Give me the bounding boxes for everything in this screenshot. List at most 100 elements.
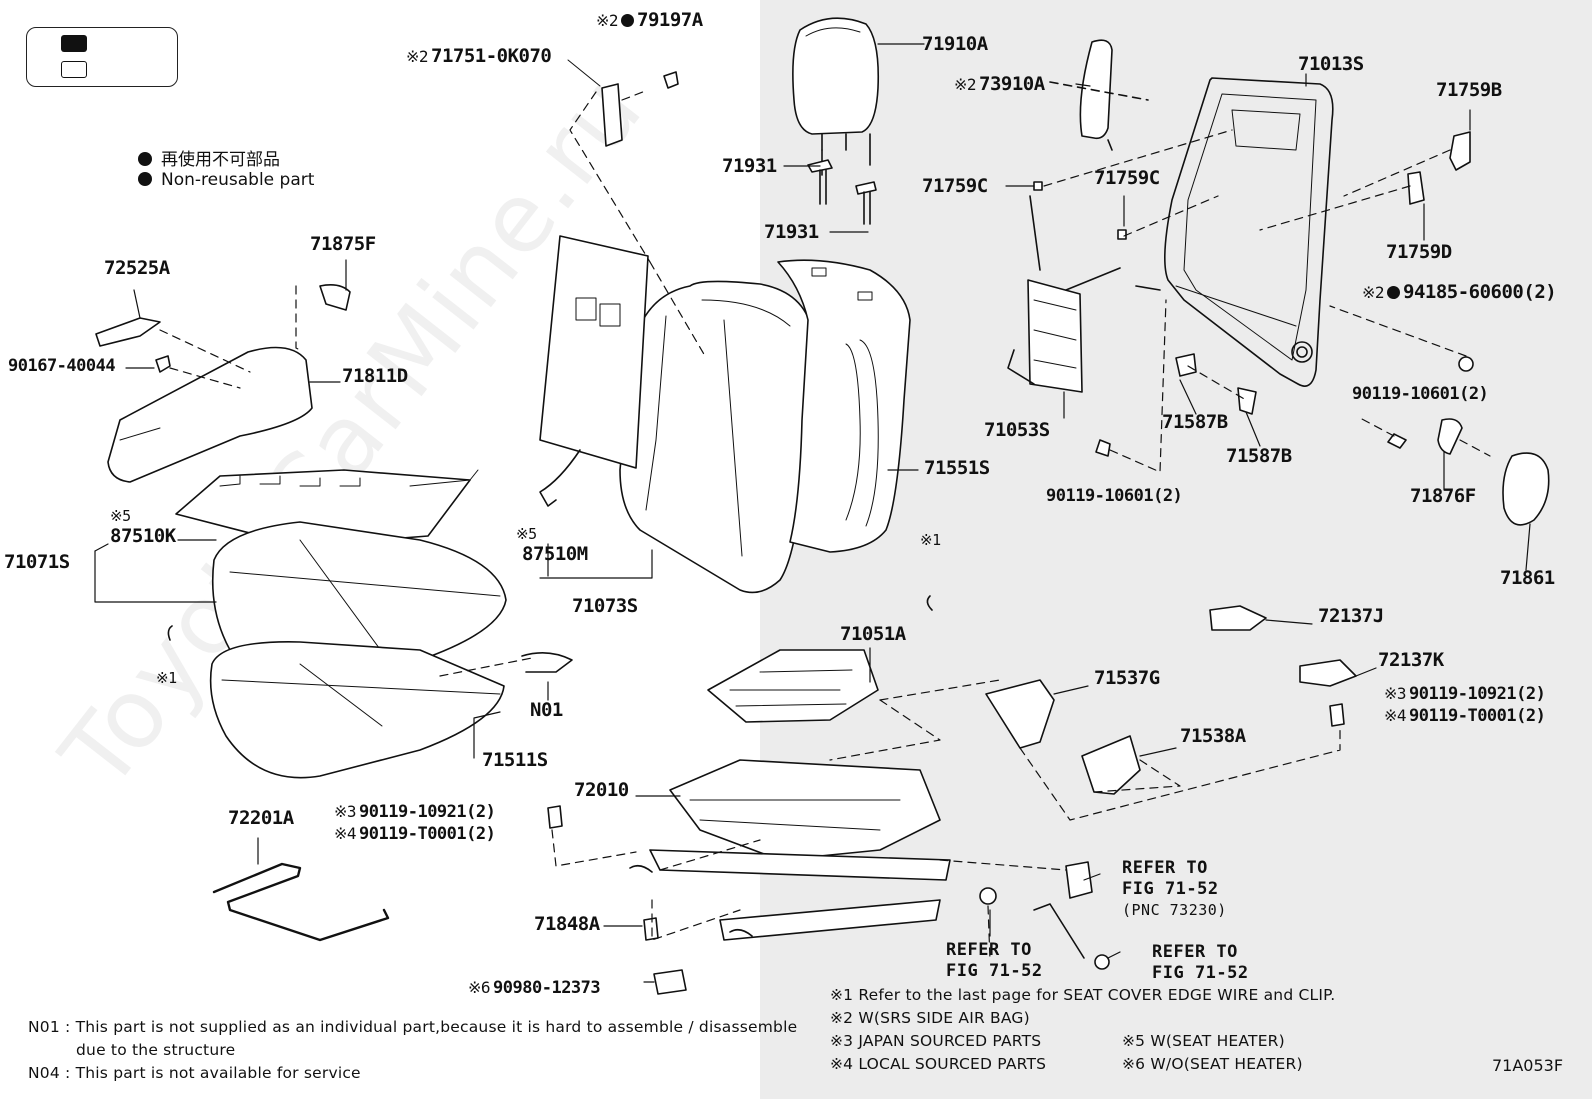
dash-leaders-lower [439,657,1341,961]
part-label-87510M[interactable]: 87510M [522,543,588,565]
figure-code: 71A053F [1492,1056,1564,1075]
part-label-71759C-right[interactable]: 71759C [1094,167,1160,189]
refer-line: FIG 71-52 [1152,963,1249,983]
legend-box [26,27,178,87]
part-label-71759C-left[interactable]: 71759C [922,175,988,197]
part-label-71537G[interactable]: 71537G [1094,667,1160,689]
refer-line: (PNC 73230) [1122,901,1227,919]
refer-line: FIG 71-52 [1122,879,1219,899]
side-airbag-drawing [1049,39,1149,151]
lumbar-support-drawing [1007,195,1121,393]
edge-wire-drawing [212,862,390,942]
filled-dot-icon [621,14,635,27]
cushion-cover-drawing [209,641,573,779]
part-label-71551S[interactable]: 71551S [924,457,990,479]
part-label-71811D[interactable]: 71811D [342,365,408,387]
note-n01-cont: due to the structure [76,1041,236,1059]
leader-lines [94,43,1531,983]
nonreusable-legend-en: Non-reusable part [138,170,314,190]
note-mark: ※2 [954,75,977,94]
note-mark-1-left: ※1 [156,669,177,687]
note-mark-1-right: ※1 [920,531,941,549]
nonreusable-en-text: Non-reusable part [161,170,315,190]
part-label-71053S[interactable]: 71053S [984,419,1050,441]
part-label-72525A[interactable]: 72525A [104,257,170,279]
part-label-72137J[interactable]: 72137J [1318,605,1384,627]
key-note-5: ※5 W(SEAT HEATER) [1122,1032,1285,1050]
part-label-71848A[interactable]: 71848A [534,913,600,935]
part-label-72137K[interactable]: 72137K [1378,649,1444,671]
armrest-drawing [95,284,351,483]
part-label-71538A[interactable]: 71538A [1180,725,1246,747]
part-number: 90119-10921(2) [359,802,496,822]
part-label-71051A[interactable]: 71051A [840,623,906,645]
seat-side-covers-drawing [985,605,1357,795]
part-label-72201A[interactable]: 72201A [228,807,294,829]
part-label-72010[interactable]: 72010 [574,779,629,801]
filled-dot-icon [1387,286,1401,299]
key-note-4: ※4 LOCAL SOURCED PARTS [830,1055,1047,1073]
part-label-71876F[interactable]: 71876F [1410,485,1476,507]
key-note-3: ※3 JAPAN SOURCED PARTS [830,1032,1042,1050]
part-label-87510K[interactable]: 87510K [110,525,176,547]
note-mark-5-87510K: ※5 [110,507,131,525]
note-mark: ※2 [1362,283,1385,302]
part-number: 79197A [637,9,703,31]
fasteners-right-drawing [1095,356,1474,457]
refer-to-pnc-73230[interactable]: REFER TO FIG 71-52 (PNC 73230) [1122,858,1227,921]
part-label-71511S[interactable]: 71511S [482,749,548,771]
part-label-71073S[interactable]: 71073S [572,595,638,617]
note-mark: ※3 [1384,684,1407,703]
part-number: 94185-60600(2) [1403,281,1557,303]
refer-to-fig-lower-right[interactable]: REFER TO FIG 71-52 [1152,942,1249,984]
clips-drawing [1033,131,1471,415]
part-label-71875F[interactable]: 71875F [310,233,376,255]
filled-dot-icon [138,172,152,186]
part-number: 71751-0K070 [431,45,552,67]
seatback-cover-drawing [777,259,911,553]
part-label-71013S[interactable]: 71013S [1298,53,1364,75]
part-label-N01[interactable]: N01 [530,699,563,721]
part-label-90167-40044[interactable]: 90167-40044 [8,356,116,376]
filled-dot-icon [138,152,152,166]
part-label-71861[interactable]: 71861 [1500,567,1555,589]
refer-to-fig-lower-left[interactable]: REFER TO FIG 71-52 [946,940,1043,982]
key-note-6: ※6 W/O(SEAT HEATER) [1122,1055,1303,1073]
part-number: 90119-T0001(2) [359,824,496,844]
part-label-71759B[interactable]: 71759B [1436,79,1502,101]
part-label-90119-10601-right[interactable]: 90119-10601(2) [1352,384,1489,404]
part-label-71910A[interactable]: 71910A [922,33,988,55]
part-label-71587B-left[interactable]: 71587B [1162,411,1228,433]
recliner-covers-drawing [1437,418,1550,526]
part-label-71587B-right[interactable]: 71587B [1226,445,1292,467]
part-label-71931-upper[interactable]: 71931 [722,155,777,177]
nonreusable-jp-text: 再使用不可部品 [161,150,280,170]
note-n01: N01 : This part is not supplied as an in… [28,1018,798,1036]
part-number: 90119-10921(2) [1409,684,1546,704]
note-mark: ※4 [1384,706,1407,725]
nonreusable-legend-jp: 再使用不可部品 [138,145,280,170]
seatback-frame-drawing [1135,77,1334,387]
seatback-heater-drawing [539,235,649,507]
part-label-71071S[interactable]: 71071S [4,551,70,573]
legend-swatch-empty [61,61,87,78]
part-label-71759D[interactable]: 71759D [1386,241,1452,263]
refer-line: REFER TO [946,940,1032,960]
part-label-71931-lower[interactable]: 71931 [764,221,819,243]
legend-swatch-filled [61,35,87,52]
note-mark-5-87510M: ※5 [516,525,537,543]
note-mark: ※3 [334,802,357,821]
note-mark: ※6 [468,978,491,997]
part-label-90119-10601-left[interactable]: 90119-10601(2) [1046,486,1183,506]
key-note-1: ※1 Refer to the last page for SEAT COVER… [830,986,1336,1004]
part-label-94185-60600[interactable]: ※2 94185-60600(2) [1362,281,1557,303]
airbag-bracket-drawing [567,59,706,357]
